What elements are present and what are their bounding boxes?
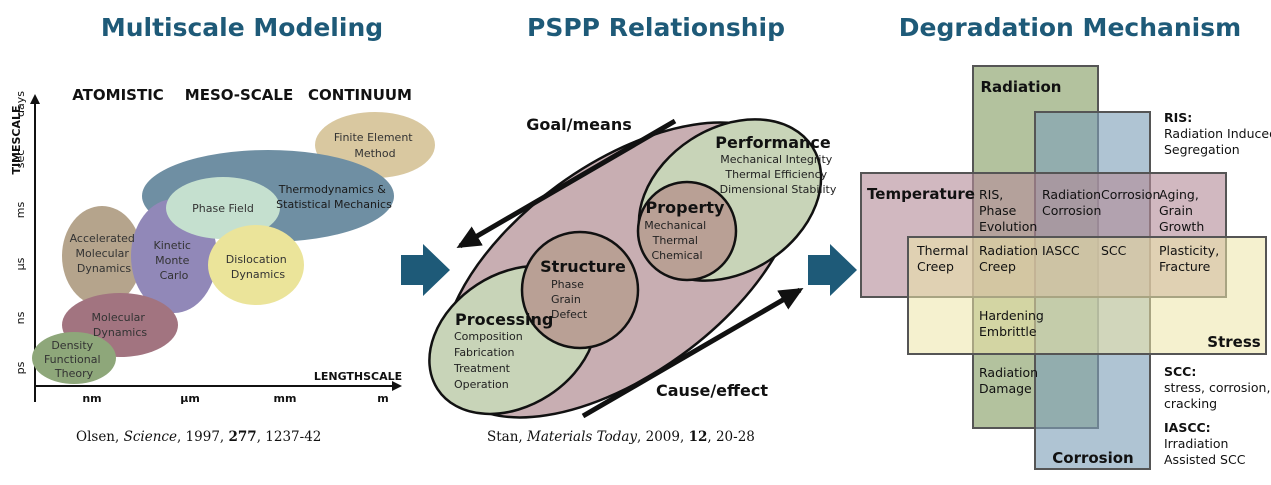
citation-stan-volume: 12 (688, 429, 708, 445)
label-phase-field: Phase Field (192, 202, 254, 215)
citation-olsen-pages: , 1237-42 (256, 429, 322, 445)
goal-means-label: Goal/means (526, 115, 631, 134)
x-axis-label: LENGTHSCALE (314, 370, 402, 383)
y-tick-ms: ms (14, 202, 27, 219)
citation-stan-pages: , 20-28 (707, 429, 755, 445)
cell-plasticity: Plasticity, Fracture (1159, 243, 1223, 274)
x-tick-mm: mm (274, 392, 297, 405)
cell-thermal-creep: Thermal Creep (916, 243, 972, 274)
x-tick-m: m (377, 392, 388, 405)
note-ris-desc: Radiation Induced Segregation (1164, 126, 1271, 157)
note-ris-title: RIS: (1164, 110, 1192, 125)
stress-band (907, 236, 1267, 355)
header-mesoscale: MESO-SCALE (185, 86, 293, 104)
multiscale-panel: Multiscale Modeling ATOMISTIC MESO-SCALE… (10, 13, 435, 405)
header-atomistic: ATOMISTIC (72, 86, 164, 104)
note-iascc-title: IASCC: (1164, 420, 1211, 435)
degradation-title: Degradation Mechanism (899, 13, 1241, 42)
ellipse-dft (32, 332, 116, 384)
performance-items: Mechanical Integrity Thermal Efficiency … (720, 153, 837, 196)
y-tick-ps: ps (14, 361, 27, 374)
performance-title: Performance (715, 133, 831, 152)
cause-effect-label: Cause/effect (656, 381, 768, 400)
cell-ris-phase: RIS, Phase Evolution (979, 187, 1037, 234)
multiscale-title: Multiscale Modeling (101, 13, 383, 42)
label-finite-element: Finite Element Method (334, 131, 416, 160)
cell-corrosion: Corrosion (1101, 187, 1160, 202)
stress-label: Stress (1207, 333, 1260, 351)
goal-means-arrow (456, 118, 677, 249)
cell-radiation-damage: Radiation Damage (979, 365, 1042, 396)
processing-title: Processing (455, 310, 553, 329)
note-iascc-desc: Irradiation Assisted SCC (1164, 436, 1246, 467)
ellipse-accelerated-md (62, 206, 142, 306)
cell-aging: Aging, Grain Growth (1159, 187, 1204, 234)
citation-stan: Stan, Materials Today, 2009, 12, 20-28 (487, 429, 755, 445)
y-axis-label: TIMESCALE (10, 105, 23, 174)
pspp-title: PSPP Relationship (527, 13, 785, 42)
structure-circle (520, 230, 640, 350)
ellipse-phase-field (166, 177, 280, 239)
corrosion-label: Corrosion (1052, 449, 1133, 467)
label-thermodynamics: Thermodynamics & Statistical Mechanics (276, 183, 392, 211)
y-tick-ns: ns (14, 311, 27, 324)
ellipse-dislocation (208, 225, 304, 305)
processing-items: Composition Fabrication Treatment Operat… (453, 330, 526, 391)
cell-radiation-creep: Radiation Creep (979, 243, 1042, 274)
citation-olsen-author: Olsen, (76, 429, 124, 445)
citation-stan-journal: Materials Today (527, 429, 638, 445)
cell-iascc: IASCC (1042, 243, 1080, 258)
property-title: Property (646, 198, 725, 217)
y-tick-days: days (14, 91, 27, 117)
flow-arrow-2 (808, 244, 857, 296)
y-tick-us: μs (14, 257, 27, 270)
label-kinetic-mc: Kinetic Monte Carlo (154, 239, 195, 282)
citation-olsen-year: , 1997, (176, 429, 229, 445)
label-accelerated-md: Accelerated Molecular Dynamics (70, 232, 139, 275)
y-tick-sec: sec (14, 150, 27, 169)
flow-arrow-1 (401, 244, 450, 296)
radiation-label: Radiation (981, 78, 1062, 96)
label-dislocation: Dislocation Dynamics (226, 253, 290, 281)
x-tick-um: μm (180, 392, 200, 405)
cell-radiation-corrosion: Radiation Corrosion (1042, 187, 1105, 218)
note-scc-title: SCC: (1164, 364, 1196, 379)
citation-stan-year: , 2009, (637, 429, 689, 445)
pspp-panel: PSPP Relationship Goal/means Cause/effec… (428, 13, 837, 419)
note-scc-desc: stress, corrosion, cracking (1164, 380, 1271, 411)
citation-olsen-journal: Science (123, 429, 177, 445)
x-tick-nm: nm (82, 392, 101, 405)
degradation-panel: Degradation Mechanism Radiation Temperat… (860, 13, 1271, 470)
label-dft: Density Functional Theory (44, 339, 104, 380)
property-circle (636, 180, 738, 282)
cause-effect-arrow (581, 287, 804, 419)
label-molecular-dynamics: Molecular Dynamics (92, 311, 149, 339)
citation-stan-author: Stan, (487, 429, 527, 445)
cell-scc: SCC (1101, 243, 1127, 258)
temperature-label: Temperature (867, 185, 975, 203)
structure-title: Structure (540, 257, 626, 276)
property-items: Mechanical Thermal Chemical (644, 219, 709, 262)
header-continuum: CONTINUUM (308, 86, 412, 104)
citation-olsen-volume: 277 (228, 429, 257, 445)
structure-items: Phase Grain Defect (551, 278, 588, 321)
cell-hardening: Hardening Embrittle (979, 308, 1048, 339)
citation-olsen: Olsen, Science, 1997, 277, 1237-42 (76, 429, 321, 445)
